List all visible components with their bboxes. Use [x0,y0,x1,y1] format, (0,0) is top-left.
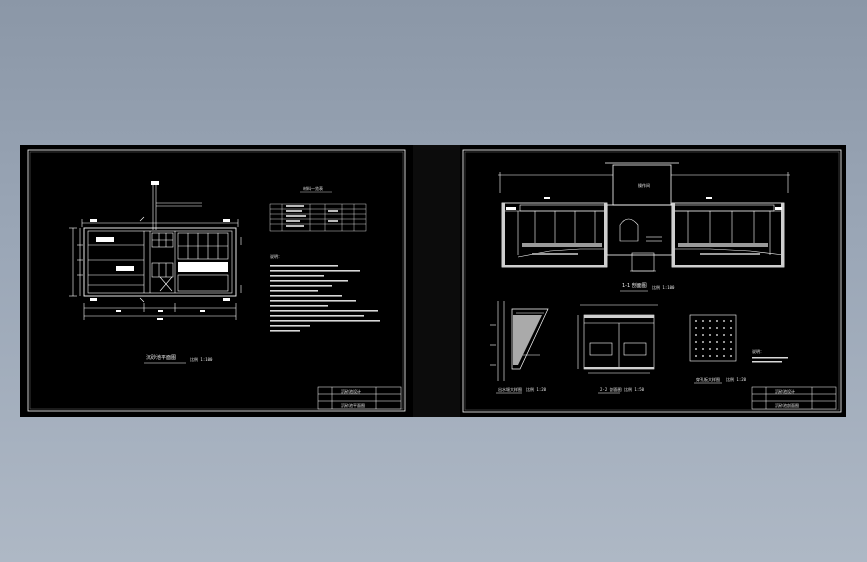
material-table-title: 材料一览表 [303,185,323,191]
weir-detail-title: 出水堰大样图 [498,386,522,392]
notes-lines [270,265,380,332]
section-scale: 比例 1:100 [652,284,675,290]
operations-house-label: 操作间 [638,182,650,188]
material-table [269,203,367,232]
plan-scale: 比例 1:100 [190,356,213,362]
plate-detail-title: 穿孔板大样图 [696,376,720,382]
section-2-2-scale: 比例 1:50 [624,386,645,392]
model-space-gap [413,145,460,417]
weir-detail-scale: 比例 1:20 [526,386,547,392]
title-block-right-sub: 沉砂池剖面图 [775,402,799,408]
title-block-name: 沉砂池设计 [341,388,361,394]
title-block [317,386,402,410]
title-block-right [751,386,837,410]
notes-title: 说明： [270,253,282,259]
drawing-sheet-section[interactable]: 操作间 1-1 剖面图 比例 1:100 出水堰大样图 比例 1:20 [460,145,846,417]
weir-detail [490,301,549,381]
plate-detail-scale: 比例 1:20 [726,376,747,382]
plan-title: 沉砂池平面图 [146,354,176,361]
section-2-2-title: 2-2 剖面图 [600,386,622,392]
title-block-sub: 沉砂池平面图 [341,402,365,408]
perforated-plate [689,314,737,362]
perforation-holes [695,320,732,357]
section-title: 1-1 剖面图 [622,282,647,289]
right-notes-title: 说明： [752,348,764,354]
title-block-right-name: 沉砂池设计 [775,388,795,394]
drawing-sheet-plan[interactable]: 沉砂池平面图 比例 1:100 材料一览表 [20,145,413,417]
plan-view [69,181,242,320]
